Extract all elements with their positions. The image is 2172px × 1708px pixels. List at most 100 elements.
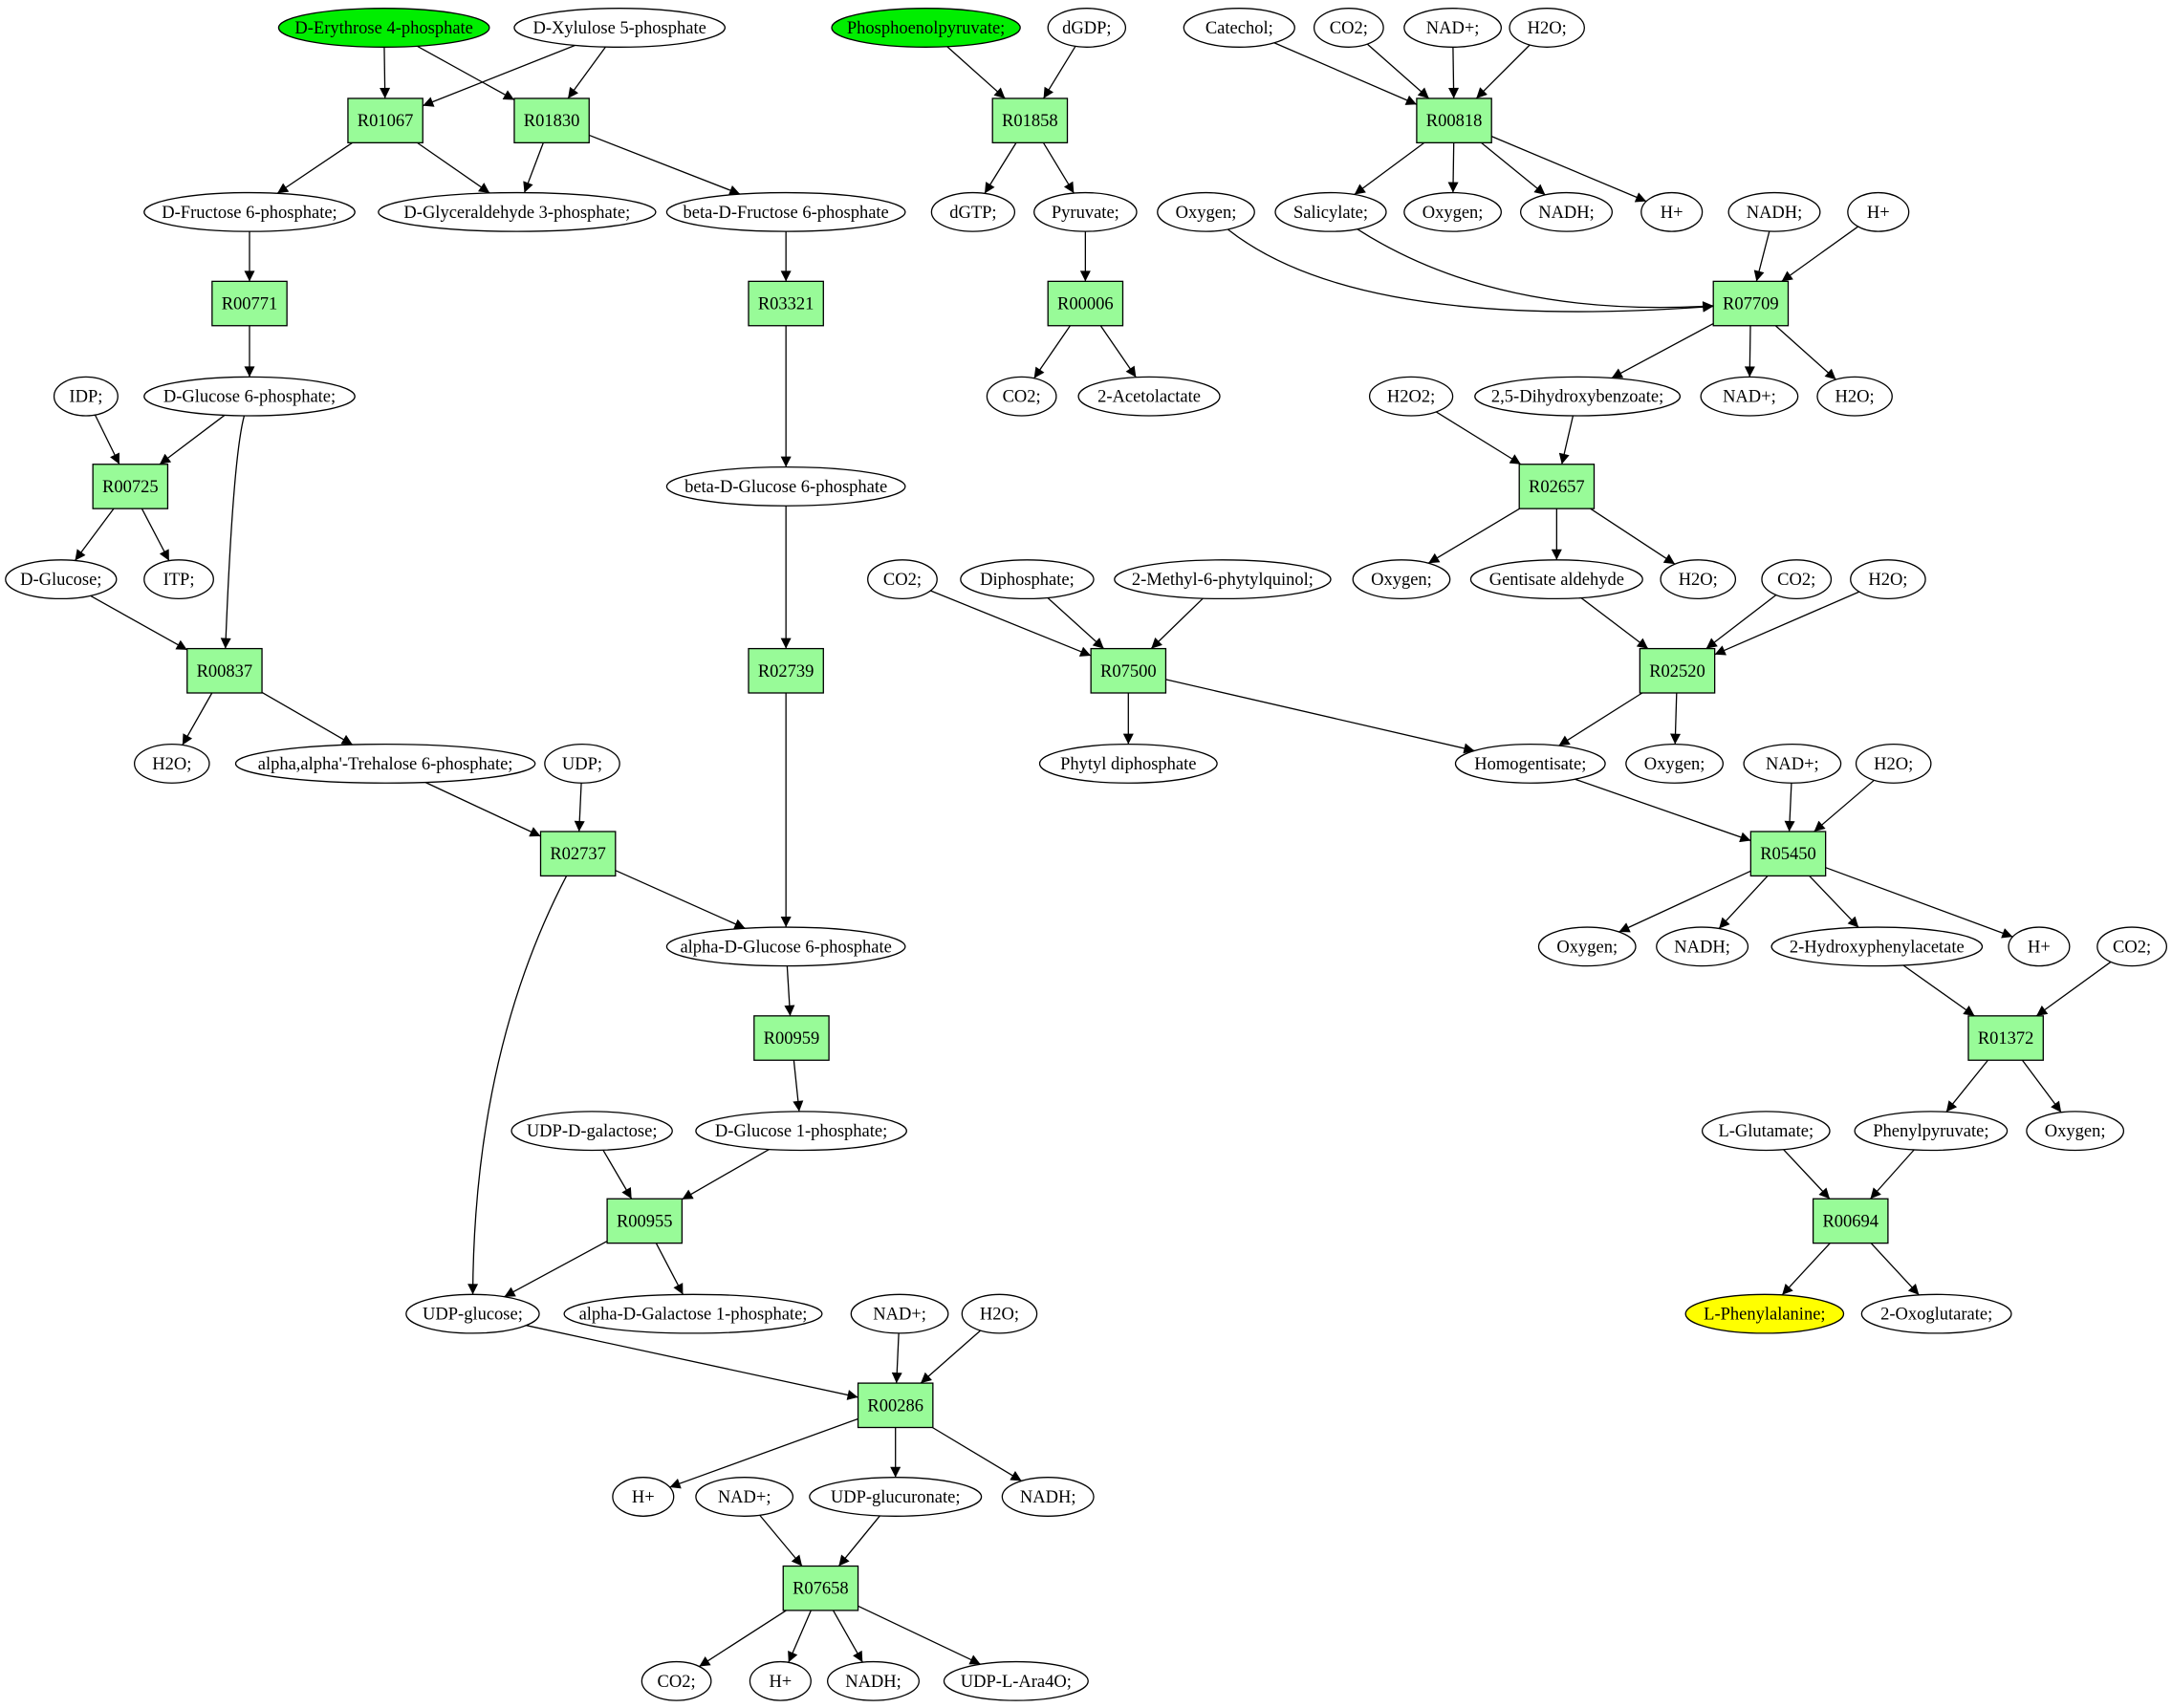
reaction-box [347, 97, 424, 143]
reaction-edge [1165, 679, 1475, 754]
metabolite-label: H2O; [1679, 571, 1718, 590]
metabolite-ellipse [1640, 191, 1704, 232]
metabolite-label: Oxygen; [1644, 755, 1705, 774]
metabolite-ellipse [1274, 191, 1387, 232]
reaction-box [1812, 1198, 1889, 1244]
reaction-edge [182, 692, 213, 746]
metabolite-ellipse [1854, 1111, 2009, 1152]
metabolite-node: H2O2; [1368, 376, 1454, 417]
metabolite-node: NADH; [827, 1660, 921, 1701]
metabolite-label: NADH; [1538, 204, 1595, 223]
reaction-edge [1870, 1243, 1920, 1296]
reaction-node: R00818 [1416, 97, 1492, 143]
metabolite-label: D-Glucose; [20, 571, 101, 590]
metabolite-ellipse [1038, 744, 1218, 784]
metabolite-label: H2O; [1528, 19, 1567, 38]
metabolite-node: Oxygen; [1625, 744, 1724, 784]
reaction-edge [1670, 692, 1682, 745]
reaction-box [1047, 280, 1124, 327]
reaction-edge [1448, 47, 1460, 98]
metabolite-label: D-Glucose 6-phosphate; [163, 388, 336, 407]
metabolite-ellipse [378, 191, 657, 232]
reaction-edge [699, 1610, 787, 1668]
metabolite-label: H+ [1661, 204, 1683, 223]
metabolite-node: NAD+; [1743, 744, 1842, 784]
reaction-edge [1099, 325, 1137, 378]
reaction-box [606, 1198, 684, 1244]
metabolite-node: CO2; [1313, 8, 1384, 48]
metabolite-label: D-Fructose 6-phosphate; [162, 204, 337, 223]
metabolite-label: UDP-D-galactose; [527, 1122, 658, 1141]
reaction-label: R02737 [550, 845, 606, 864]
reaction-box [991, 97, 1069, 143]
reaction-edge [615, 870, 746, 929]
metabolite-ellipse [1656, 926, 1749, 967]
metabolite-label: NAD+; [1723, 388, 1776, 407]
reaction-edge [1150, 597, 1204, 650]
reaction-box [857, 1382, 934, 1429]
reaction-edge [1354, 141, 1425, 196]
metabolite-label: CO2; [883, 571, 922, 590]
metabolite-node: NADH; [1001, 1477, 1095, 1517]
metabolite-ellipse [943, 1660, 1089, 1701]
reaction-edge [1781, 226, 1858, 282]
metabolite-node: H+ [612, 1477, 675, 1517]
reaction-box [1712, 280, 1790, 327]
reaction-edge [946, 46, 1006, 99]
reaction-label: R03321 [758, 295, 814, 314]
metabolite-label: L-Phenylalanine; [1704, 1306, 1825, 1325]
metabolite-node: 2,5-Dihydroxybenzoate; [1474, 376, 1682, 417]
metabolite-node: Gentisate aldehyde [1469, 559, 1643, 600]
reaction-edge [759, 1514, 803, 1567]
reaction-node: R00725 [92, 464, 169, 509]
metabolite-label: 2-Oxoglutarate; [1880, 1306, 1992, 1325]
metabolite-ellipse [1033, 191, 1138, 232]
reaction-node: R02520 [1639, 647, 1716, 694]
reaction-label: R00955 [617, 1212, 673, 1231]
reaction-edge [504, 1241, 608, 1298]
metabolite-ellipse [1743, 744, 1842, 784]
metabolite-label: L-Glutamate; [1718, 1122, 1814, 1141]
metabolite-ellipse [1352, 559, 1451, 600]
reaction-edge [1490, 136, 1647, 203]
metabolite-ellipse [510, 1111, 673, 1152]
metabolite-ellipse [53, 376, 119, 417]
reaction-edge [523, 142, 544, 193]
metabolite-label: H2O2; [1387, 388, 1435, 407]
reaction-edge [2035, 961, 2112, 1017]
metabolite-ellipse [749, 1660, 812, 1701]
metabolite-node: Phytyl diphosphate [1038, 744, 1218, 784]
metabolite-ellipse [665, 926, 906, 967]
reaction-label: R07658 [793, 1580, 849, 1599]
reaction-box [211, 280, 288, 327]
metabolite-label: 2,5-Dihydroxybenzoate; [1491, 388, 1663, 407]
metabolite-label: NAD+; [1426, 19, 1480, 38]
metabolite-label: H+ [1867, 204, 1890, 223]
metabolite-ellipse [1403, 191, 1502, 232]
metabolite-ellipse [1520, 191, 1614, 232]
edge-layer [74, 42, 2112, 1668]
metabolite-label: Catechol; [1205, 19, 1273, 38]
reaction-edge [1718, 875, 1769, 929]
reaction-node: R01858 [991, 97, 1069, 143]
reaction-box [782, 1565, 859, 1611]
metabolite-label: IDP; [69, 388, 102, 407]
reaction-edge [423, 44, 576, 107]
metabolite-label: NADH; [1747, 204, 1803, 223]
reaction-edge [932, 1426, 1022, 1481]
reaction-edge [1809, 875, 1859, 928]
metabolite-node: Phenylpyruvate; [1854, 1111, 2009, 1152]
metabolite-ellipse [1047, 8, 1127, 48]
reaction-node: R00694 [1812, 1198, 1889, 1244]
reaction-label: R01372 [1978, 1029, 2034, 1049]
reaction-edge [920, 1330, 982, 1384]
metabolite-node: H2O; [1660, 559, 1737, 600]
metabolite-label: beta-D-Fructose 6-phosphate [684, 204, 889, 223]
reaction-node: R02657 [1518, 464, 1596, 509]
reaction-edge [858, 1605, 981, 1665]
reaction-edge [261, 691, 354, 746]
metabolite-node: D-Glyceraldehyde 3-phosphate; [378, 191, 657, 232]
metabolite-ellipse [1860, 1293, 2012, 1334]
reaction-edge [1435, 411, 1522, 465]
